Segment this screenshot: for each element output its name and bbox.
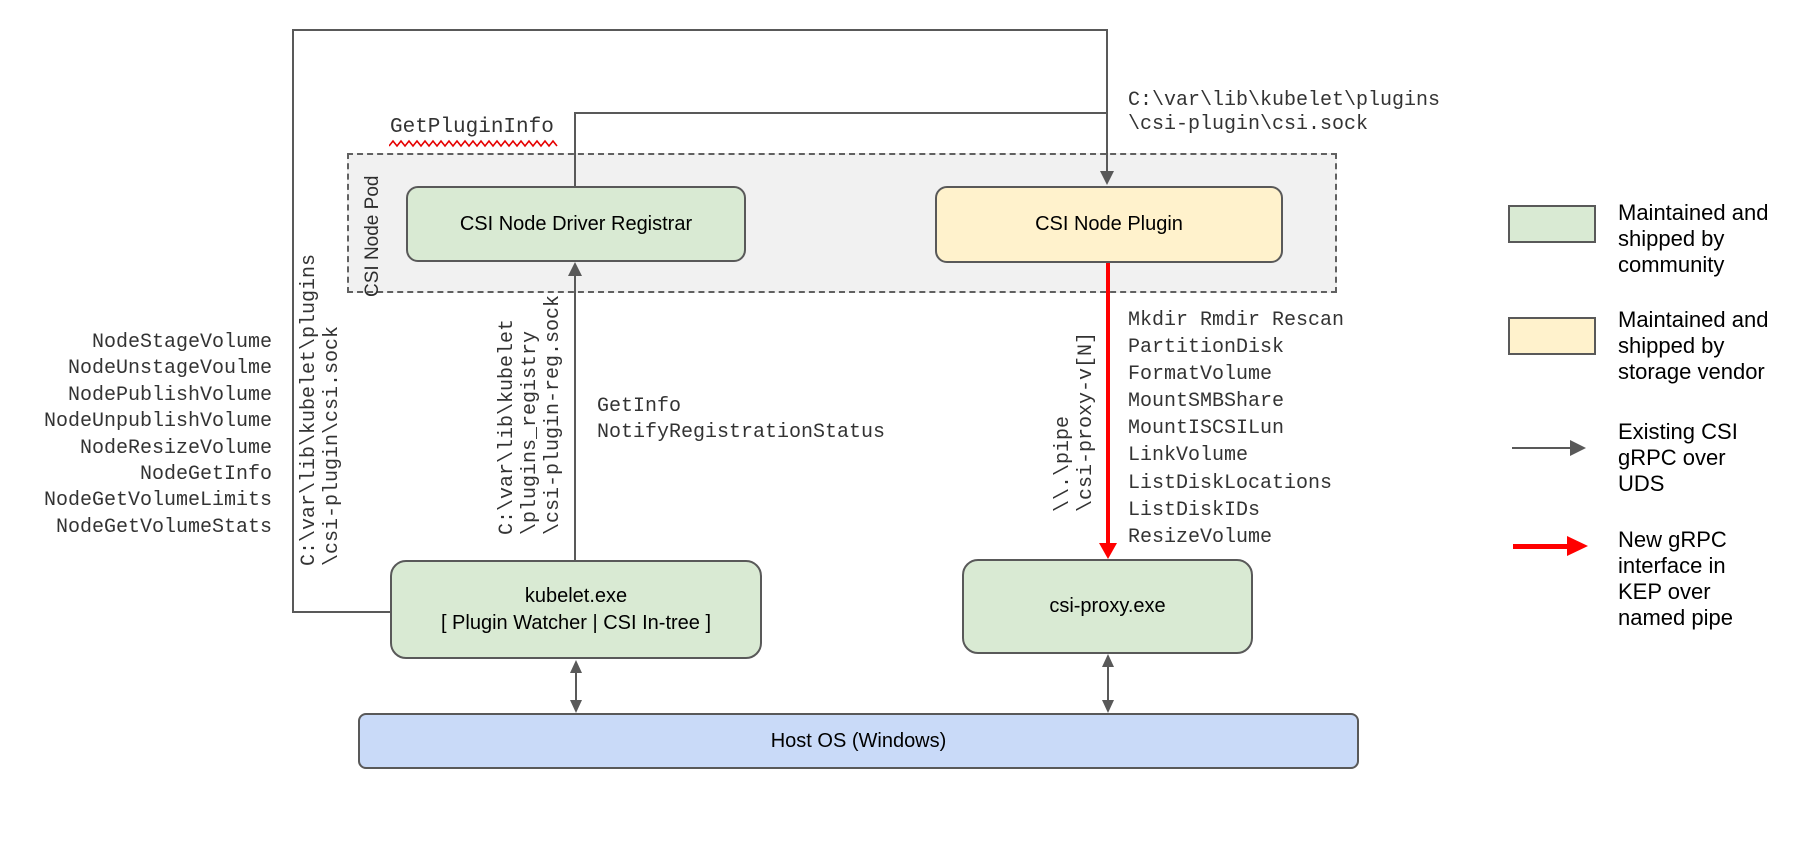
legend-gray-arrow-line (1512, 447, 1572, 449)
csi-sock-path-label: C:\var\lib\kubelet\plugins \csi-plugin\c… (1128, 89, 1441, 136)
list-item: NodeStageVolume (91, 331, 272, 354)
list-item: ListDiskLocations (1128, 471, 1333, 495)
legend-label-vendor: Maintained and shipped by storage vendor (1618, 307, 1769, 384)
list-item: NodePublishVolume (67, 383, 272, 407)
registry-sock-vertical-label: C:\var\lib\kubelet \plugins_registry \cs… (496, 294, 565, 535)
legend-red-arrow-line (1513, 544, 1569, 549)
list-item: ListDiskIDs (1128, 498, 1261, 522)
csi-node-pod-label: CSI Node Pod (362, 175, 383, 297)
list-item: MountISCSILun (1128, 417, 1285, 441)
list-item: Mkdir Rmdir Rescan (1128, 309, 1345, 332)
uds-line-top-horizontal (292, 29, 1108, 31)
list-item: NodeResizeVolume (79, 436, 272, 460)
legend-swatch-vendor (1508, 317, 1596, 355)
legend-gray-arrowhead (1570, 440, 1586, 456)
legend-label-new-grpc: New gRPC interface in KEP over named pip… (1618, 527, 1733, 630)
host-os-box: Host OS (Windows) (358, 713, 1359, 769)
csi-proxy-box: csi-proxy.exe (962, 559, 1253, 654)
legend-label-existing-grpc: Existing CSI gRPC over UDS (1618, 419, 1738, 496)
getplugininfo-line-vertical (574, 113, 576, 186)
kubelet-box: kubelet.exe [ Plugin Watcher | CSI In-tr… (390, 560, 762, 659)
csiproxy-host-arrowhead-up (1102, 654, 1114, 667)
csiproxy-host-arrowhead-down (1102, 700, 1114, 713)
kubelet-host-arrowhead-up (570, 660, 582, 673)
uds-line-kubelet-horizontal (292, 611, 392, 613)
named-pipe-vertical-label: \\.\pipe \csi-proxy-v[N] (1052, 331, 1098, 512)
legend-label-community: Maintained and shipped by community (1618, 200, 1769, 277)
uds-line-left-vertical (292, 29, 294, 613)
legend-red-arrowhead (1567, 536, 1588, 556)
list-item: NodeGetVolumeStats (55, 515, 272, 539)
csi-sock-path-vertical-label: C:\var\lib\kubelet\plugins \csi-plugin\c… (298, 253, 344, 566)
csiproxy-host-line (1107, 664, 1109, 703)
registration-calls-label: GetInfo NotifyRegistrationStatus (597, 395, 886, 444)
list-item: FormatVolume (1128, 363, 1273, 387)
kubelet-host-line (575, 670, 577, 703)
list-item: LinkVolume (1128, 444, 1249, 468)
csi-node-plugin-box: CSI Node Plugin (935, 186, 1283, 263)
list-item: NodeUnstageVoulme (67, 357, 272, 381)
list-item: PartitionDisk (1128, 336, 1285, 360)
registration-line-vertical (574, 275, 576, 560)
registration-arrowhead-into-registrar (568, 262, 582, 276)
list-item: NodeGetInfo (139, 463, 272, 487)
getplugininfo-label: GetPluginInfo (390, 116, 554, 139)
list-item: MountSMBShare (1128, 390, 1285, 414)
getplugininfo-line-horizontal (574, 112, 1108, 114)
named-pipe-arrowhead-into-csi-proxy (1099, 543, 1117, 559)
list-item: NodeUnpublishVolume (43, 410, 272, 434)
legend-swatch-community (1508, 205, 1596, 243)
spellcheck-squiggle (389, 139, 558, 148)
list-item: NodeGetVolumeLimits (43, 489, 272, 513)
csi-node-driver-registrar-box: CSI Node Driver Registrar (406, 186, 746, 262)
list-item: ResizeVolume (1128, 525, 1273, 549)
kubelet-host-arrowhead-down (570, 700, 582, 713)
uds-arrowhead-into-plugin (1100, 171, 1114, 185)
uds-line-plugin-vertical (1106, 29, 1108, 172)
named-pipe-line (1106, 263, 1110, 545)
